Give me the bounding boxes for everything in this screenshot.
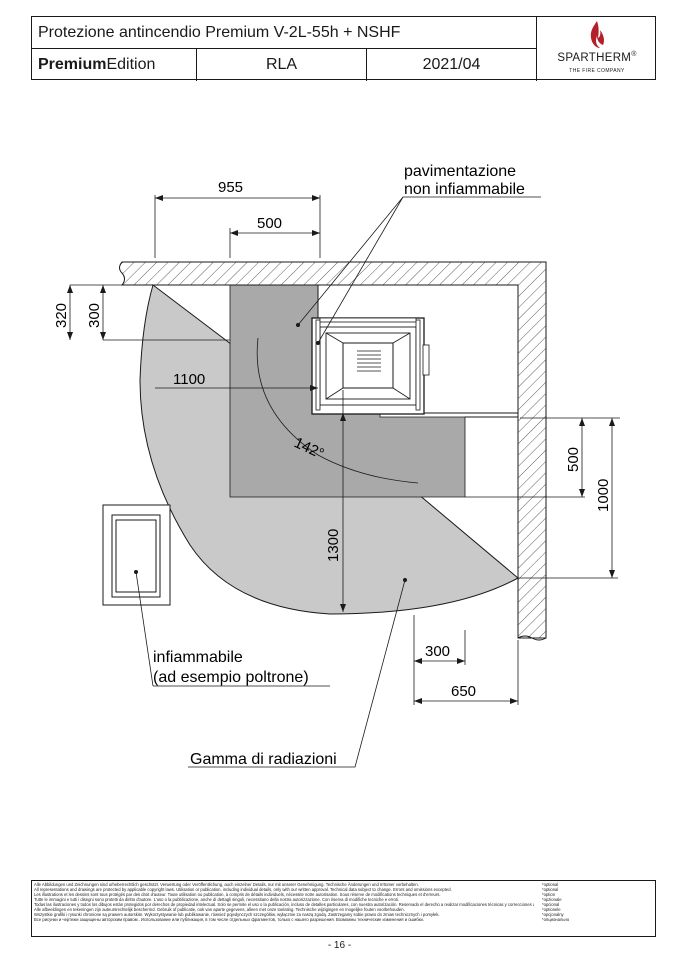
dim-650: 650: [451, 683, 476, 700]
note-line: All representations and drawings are pro…: [34, 887, 452, 892]
copyright-notes: Alle Abbildungen und Zeichnungen sind ur…: [34, 882, 534, 922]
note-line: Tutte le immagini e tutti i disegni sono…: [34, 897, 400, 902]
flammable-label-line2: (ad esempio poltrone): [153, 669, 309, 686]
dim-1300: 1300: [325, 529, 342, 562]
leader-lines: [135, 196, 541, 768]
logo-name: SPARTHERM: [557, 51, 632, 64]
document-title: Protezione antincendio Premium V-2L-55h …: [32, 17, 537, 49]
note-line: Les illustrations et les dessins sont to…: [34, 892, 441, 897]
dim-500-right: 500: [565, 447, 582, 472]
title-block: Protezione antincendio Premium V-2L-55h …: [31, 16, 657, 81]
optional-line: *optionele: [542, 907, 561, 912]
optional-line: *opcjonalny: [542, 912, 564, 917]
optional-line: *optional: [542, 887, 559, 892]
note-line: Alle afbeeldingen en tekeningen zijn aut…: [34, 907, 405, 912]
dimension-arrowheads: [67, 195, 615, 704]
dim-955: 955: [218, 179, 243, 196]
legal-footer: Alle Abbildungen und Zeichnungen sind ur…: [31, 880, 656, 937]
dim-1000: 1000: [595, 479, 612, 512]
wall-break: [517, 635, 547, 641]
dim-500-top: 500: [257, 215, 282, 232]
note-line: Todas las ilustraciones y todos los dibu…: [34, 902, 534, 907]
floor-label-line1: pavimentazione: [404, 163, 516, 180]
dim-300-left: 300: [86, 303, 103, 328]
optional-line: *опционально: [542, 917, 570, 922]
edition-label: PremiumEdition: [32, 49, 197, 81]
spartherm-logo: SPARTHERM® THE FIRE COMPANY: [537, 17, 657, 81]
revision-date: 2021/04: [367, 49, 537, 81]
dim-300-bottom: 300: [425, 643, 450, 660]
note-line: Все рисунки и чертежи защищены авторским…: [34, 917, 424, 922]
optional-line: *option: [542, 892, 556, 897]
optional-line: *opzionale: [542, 897, 562, 902]
optional-legend: *optional *optional *option *opzionale *…: [542, 882, 652, 922]
fireplace-insert: [311, 317, 430, 415]
dimension-lines: [69, 195, 620, 705]
flammable-label-line1: infiammabile: [153, 649, 243, 666]
dim-1100: 1100: [173, 371, 205, 388]
logo-tagline: THE FIRE COMPANY: [569, 68, 625, 74]
floor-label-line2: non infiammabile: [404, 181, 525, 198]
optional-line: *opcional: [542, 902, 560, 907]
armchair: [102, 504, 171, 606]
note-line: Alle Abbildungen und Zeichnungen sind ur…: [34, 882, 419, 887]
top-wall: [119, 261, 547, 639]
optional-line: *optional: [542, 882, 559, 887]
dim-320: 320: [53, 303, 70, 328]
edition-rest: Edition: [106, 56, 156, 73]
radiation-label: Gamma di radiazioni: [190, 751, 337, 768]
note-line: Wszystkie grafiki i rysunki chronione są…: [34, 912, 440, 917]
page-number: - 16 -: [327, 940, 352, 951]
logo-registered: ®: [631, 51, 637, 58]
flame-icon: [590, 21, 604, 48]
model-code: RLA: [197, 49, 367, 81]
edition-bold: Premium: [38, 56, 107, 73]
